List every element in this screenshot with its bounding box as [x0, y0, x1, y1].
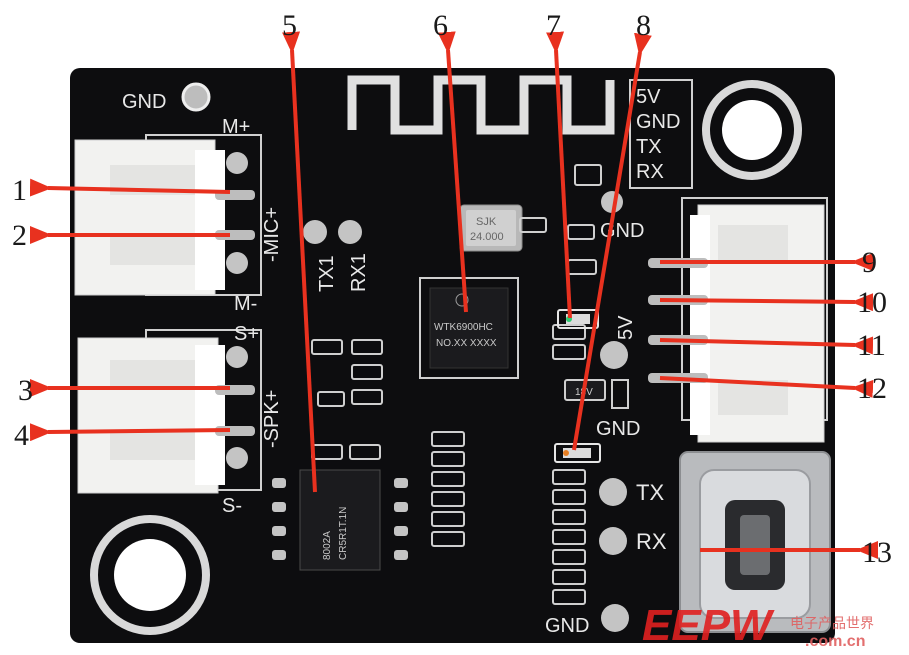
callout-11: 11 [857, 329, 886, 362]
callout-9: 9 [862, 246, 877, 279]
mounting-hole-top-right [702, 80, 802, 180]
silk-gnd-top: GND [122, 91, 166, 113]
watermark-url: .com.cn [805, 633, 865, 650]
usb-c-port [679, 451, 831, 633]
silk-gnd-low: GND [596, 418, 640, 440]
spk-connector [77, 329, 262, 494]
callout-arrows [29, 31, 878, 559]
pad-s-plus [226, 346, 248, 368]
silk-spk-plus: -SPK+ [261, 390, 283, 448]
pad-m-plus [226, 152, 248, 174]
crystal-line1: SJK [476, 216, 497, 228]
callout-7: 7 [546, 9, 561, 42]
silk-5v-side: 5V [615, 315, 637, 340]
callout-4: 4 [14, 419, 29, 452]
crystal-oscillator: SJK 24.000 [459, 204, 523, 252]
silk-hdr-rx: RX [636, 161, 664, 183]
uart-connector [681, 197, 828, 443]
pin-mic-2 [215, 230, 255, 240]
eepw-watermark: EEPW 电子产品世界 .com.cn [642, 601, 874, 650]
pad-rx [599, 527, 627, 555]
led-8 [554, 443, 601, 463]
watermark-chinese: 电子产品世界 [790, 615, 874, 631]
pad-m-minus [226, 252, 248, 274]
component-small [611, 379, 629, 409]
callout-12: 12 [857, 372, 887, 405]
amp-line2: CR5R1T.1N [338, 507, 349, 560]
callout-5: 5 [282, 9, 297, 42]
pad-5v [600, 341, 628, 369]
silk-tx-bottom: TX [636, 480, 664, 505]
silk-s-minus: S- [222, 495, 242, 517]
crystal-line2: 24.000 [470, 231, 504, 243]
mcu-line2: NO.XX XXXX [436, 338, 497, 349]
pad-rx1 [338, 220, 362, 244]
silk-hdr-gnd: GND [636, 111, 680, 133]
watermark-logo: EEPW [642, 601, 775, 650]
mounting-hole-bottom-left [90, 515, 210, 635]
header-outline [629, 79, 693, 189]
callout-3: 3 [18, 374, 33, 407]
silk-hdr-tx: TX [636, 136, 662, 158]
callout-8: 8 [636, 9, 651, 42]
callout-6: 6 [433, 9, 448, 42]
silk-gnd-mid: GND [600, 220, 644, 242]
pad-gnd-top [181, 82, 211, 112]
silk-hdr-5v: 5V [636, 86, 661, 108]
mcu-chip: WTK6900HC NO.XX XXXX [419, 277, 519, 379]
callout-1: 1 [12, 174, 27, 207]
amp-line1: 8002A [322, 531, 333, 560]
silk-rx1: RX1 [348, 253, 370, 292]
pad-gnd-bottom [601, 604, 629, 632]
silk-m-plus: M+ [222, 116, 250, 138]
callout-13: 13 [862, 536, 892, 569]
silk-mic-plus: -MIC+ [261, 207, 283, 262]
passive-components [311, 164, 602, 605]
silk-s-plus: S+ [234, 323, 259, 345]
pad-tx [599, 478, 627, 506]
callout-2: 2 [12, 219, 27, 252]
callout-10: 10 [857, 286, 887, 319]
mcu-line1: WTK6900HC [434, 322, 493, 333]
silk-m-minus: M- [234, 293, 257, 315]
pcb-antenna-trace [347, 75, 615, 135]
pad-tx1 [303, 220, 327, 244]
silk-rx-bottom: RX [636, 529, 667, 554]
silk-tx1: TX1 [316, 255, 338, 292]
silk-gnd-bottom: GND [545, 615, 589, 637]
pad-s-minus [226, 447, 248, 469]
